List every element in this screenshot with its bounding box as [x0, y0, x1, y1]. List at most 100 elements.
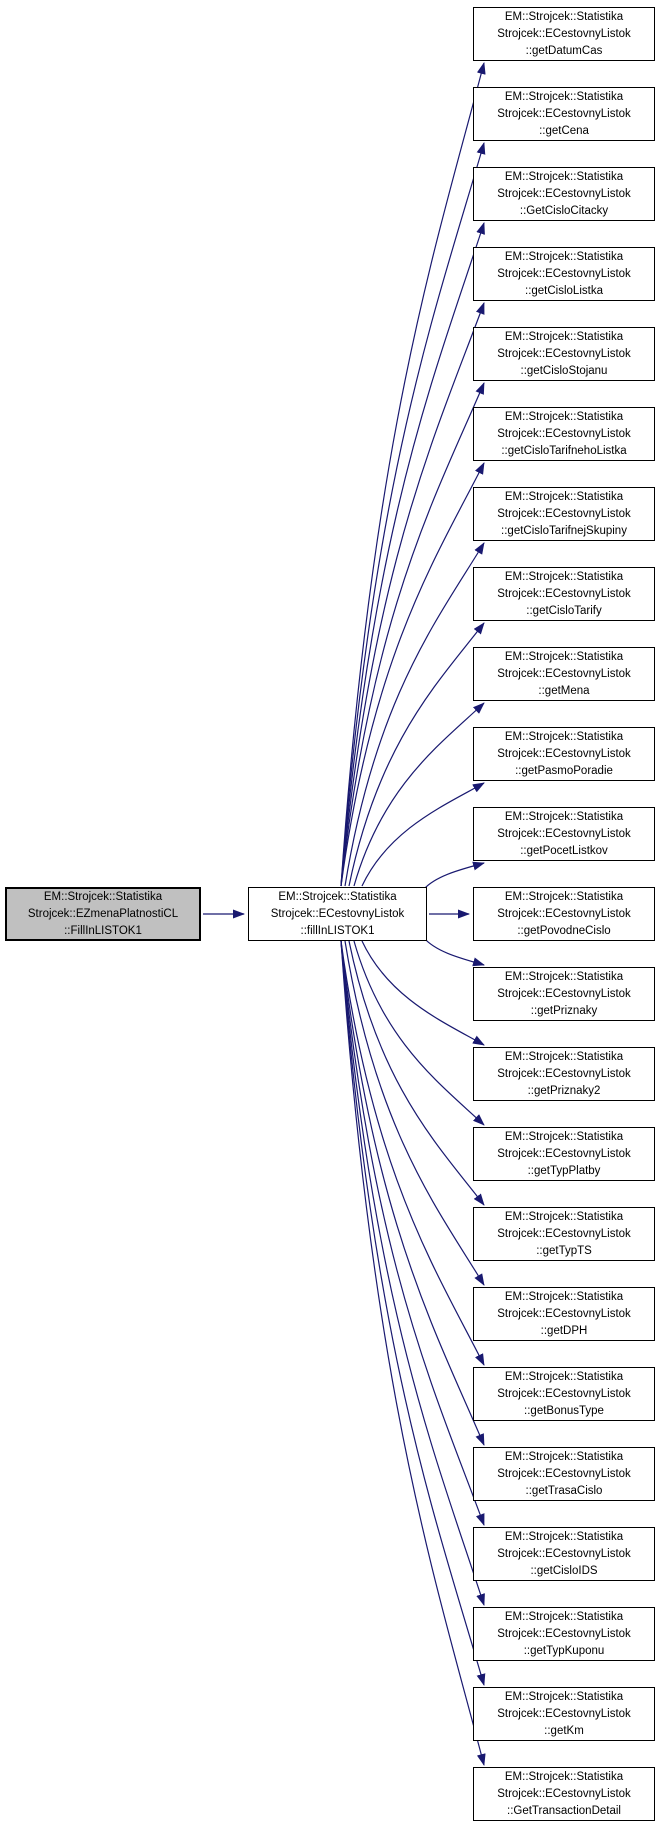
callee-node-get-priznaky2[interactable]: EM::Strojcek::Statistika Strojcek::ECest… [473, 1047, 655, 1101]
edge-center-to-getcisloids [340, 940, 485, 1526]
callee-node-get-cislo-stojanu[interactable]: EM::Strojcek::Statistika Strojcek::ECest… [473, 327, 655, 381]
node-line: Strojcek::ECestovnyListok [497, 1467, 631, 1480]
node-line: EM::Strojcek::Statistika [504, 970, 624, 983]
node-line: EM::Strojcek::Statistika [504, 490, 624, 503]
edge-center-to-getdatumcas [340, 62, 486, 887]
edge-center-to-gettransactiondetail [340, 940, 486, 1766]
node-method-line: ::getPocetListkov [520, 844, 608, 857]
callee-node-get-datum-cas[interactable]: EM::Strojcek::Statistika Strojcek::ECest… [473, 7, 655, 61]
caller-node-fill-in-listok1[interactable]: EM::Strojcek::Statistika Strojcek::EZmen… [5, 887, 201, 941]
node-line: EM::Strojcek::Statistika [278, 890, 397, 903]
callee-node-get-typ-kuponu[interactable]: EM::Strojcek::Statistika Strojcek::ECest… [473, 1607, 655, 1661]
node-line: Strojcek::ECestovnyListok [497, 347, 631, 360]
node-method-line: ::getCisloListka [525, 284, 603, 297]
node-line: Strojcek::ECestovnyListok [497, 27, 631, 40]
node-method-line: ::GetTransactionDetail [507, 1804, 621, 1817]
edge-center-to-getpocetlistkov [423, 861, 485, 890]
node-line: EM::Strojcek::Statistika [504, 250, 624, 263]
node-line: Strojcek::ECestovnyListok [497, 267, 631, 280]
node-line: EM::Strojcek::Statistika [504, 90, 624, 103]
edge-center-to-gettrasacislo [340, 940, 485, 1446]
node-line: EM::Strojcek::Statistika [504, 1210, 624, 1223]
node-line: Strojcek::ECestovnyListok [497, 827, 631, 840]
node-method-line: ::getTrasaCislo [525, 1484, 603, 1497]
callee-node-get-priznaky[interactable]: EM::Strojcek::Statistika Strojcek::ECest… [473, 967, 655, 1021]
node-line: Strojcek::ECestovnyListok [497, 1707, 631, 1720]
node-line: Strojcek::ECestovnyListok [270, 907, 405, 920]
callee-node-get-pocet-listkov[interactable]: EM::Strojcek::Statistika Strojcek::ECest… [473, 807, 655, 861]
edge-center-to-getcislocitacky [340, 222, 485, 887]
node-line: EM::Strojcek::Statistika [504, 410, 624, 423]
callee-node-get-cislo-citacky[interactable]: EM::Strojcek::Statistika Strojcek::ECest… [473, 167, 655, 221]
node-method-line: ::getPriznaky [530, 1004, 598, 1017]
node-line: EM::Strojcek::Statistika [504, 1450, 624, 1463]
callee-node-get-bonus-type[interactable]: EM::Strojcek::Statistika Strojcek::ECest… [473, 1367, 655, 1421]
node-method-line: ::getDatumCas [525, 44, 603, 57]
node-line: ::fillInLISTOK1 [300, 924, 375, 937]
node-method-line: ::getTypTS [536, 1244, 592, 1257]
edge-center-to-gettypplatby [353, 940, 485, 1126]
callee-node-get-km[interactable]: EM::Strojcek::Statistika Strojcek::ECest… [473, 1687, 655, 1741]
callee-node-get-cislo-tarify[interactable]: EM::Strojcek::Statistika Strojcek::ECest… [473, 567, 655, 621]
edge-center-to-getmena [353, 702, 485, 887]
node-method-line: ::getMena [538, 684, 590, 697]
node-line: Strojcek::ECestovnyListok [497, 1387, 631, 1400]
node-line: Strojcek::EZmenaPlatnostiCL [27, 907, 179, 920]
node-line: EM::Strojcek::Statistika [504, 330, 624, 343]
node-line: Strojcek::ECestovnyListok [497, 107, 631, 120]
callee-node-get-transaction-detail[interactable]: EM::Strojcek::Statistika Strojcek::ECest… [473, 1767, 655, 1821]
node-method-line: ::getCena [539, 124, 589, 137]
node-line: EM::Strojcek::Statistika [504, 170, 624, 183]
edge-center-to-getcislotarify [348, 622, 485, 887]
node-method-line: ::GetCisloCitacky [519, 204, 609, 217]
node-method-line: ::getTypPlatby [527, 1164, 601, 1177]
callee-node-get-trasa-cislo[interactable]: EM::Strojcek::Statistika Strojcek::ECest… [473, 1447, 655, 1501]
callee-node-get-povodne-cislo[interactable]: EM::Strojcek::Statistika Strojcek::ECest… [473, 887, 655, 941]
callee-node-get-mena[interactable]: EM::Strojcek::Statistika Strojcek::ECest… [473, 647, 655, 701]
node-method-line: ::getCisloTarifnehoListka [501, 444, 627, 457]
callee-node-get-pasmo-poradie[interactable]: EM::Strojcek::Statistika Strojcek::ECest… [473, 727, 655, 781]
node-line: Strojcek::ECestovnyListok [497, 1307, 631, 1320]
callee-node-get-cislo-ids[interactable]: EM::Strojcek::Statistika Strojcek::ECest… [473, 1527, 655, 1581]
node-line: EM::Strojcek::Statistika [504, 1290, 624, 1303]
node-line: ::FillInLISTOK1 [64, 924, 142, 937]
node-method-line: ::getCisloIDS [530, 1564, 598, 1577]
callee-node-get-cislo-tarifneho-listka[interactable]: EM::Strojcek::Statistika Strojcek::ECest… [473, 407, 655, 461]
node-line: EM::Strojcek::Statistika [504, 1610, 624, 1623]
node-method-line: ::getCisloTarifnejSkupiny [501, 524, 627, 537]
edge-center-to-getcislotarifneholistka [340, 462, 485, 887]
callee-node-get-typ-platby[interactable]: EM::Strojcek::Statistika Strojcek::ECest… [473, 1127, 655, 1181]
callee-node-get-dph[interactable]: EM::Strojcek::Statistika Strojcek::ECest… [473, 1287, 655, 1341]
node-line: Strojcek::ECestovnyListok [497, 747, 631, 760]
node-line: EM::Strojcek::Statistika [504, 730, 624, 743]
edge-center-to-getkm [340, 940, 486, 1686]
edge-center-to-getcena [340, 142, 486, 887]
callee-node-get-cislo-listka[interactable]: EM::Strojcek::Statistika Strojcek::ECest… [473, 247, 655, 301]
node-line: Strojcek::ECestovnyListok [497, 907, 631, 920]
edge-center-to-getpriznaky2 [361, 940, 485, 1046]
node-line: EM::Strojcek::Statistika [504, 1530, 624, 1543]
center-node-fill-in-listok1[interactable]: EM::Strojcek::Statistika Strojcek::ECest… [248, 887, 427, 941]
edge-center-to-getpasmoporadie [361, 782, 485, 887]
node-line: EM::Strojcek::Statistika [504, 810, 624, 823]
node-line: Strojcek::ECestovnyListok [497, 427, 631, 440]
callee-node-get-typ-ts[interactable]: EM::Strojcek::Statistika Strojcek::ECest… [473, 1207, 655, 1261]
callee-node-get-cena[interactable]: EM::Strojcek::Statistika Strojcek::ECest… [473, 87, 655, 141]
node-method-line: ::getKm [544, 1724, 584, 1737]
node-line: Strojcek::ECestovnyListok [497, 1227, 631, 1240]
node-line: Strojcek::ECestovnyListok [497, 187, 631, 200]
node-line: EM::Strojcek::Statistika [504, 1770, 624, 1783]
node-line: EM::Strojcek::Statistika [504, 1130, 624, 1143]
node-method-line: ::getBonusType [524, 1404, 604, 1417]
node-line: EM::Strojcek::Statistika [504, 10, 624, 23]
node-line: EM::Strojcek::Statistika [504, 890, 624, 903]
edge-center-to-getdph [344, 940, 485, 1286]
node-line: EM::Strojcek::Statistika [504, 1370, 624, 1383]
edge-center-to-gettypts [348, 940, 485, 1206]
callee-node-get-cislo-tarifnej-skupiny[interactable]: EM::Strojcek::Statistika Strojcek::ECest… [473, 487, 655, 541]
node-method-line: ::getPovodneCislo [517, 924, 611, 937]
node-method-line: ::getCisloStojanu [520, 364, 608, 377]
node-method-line: ::getPriznaky2 [527, 1084, 601, 1097]
